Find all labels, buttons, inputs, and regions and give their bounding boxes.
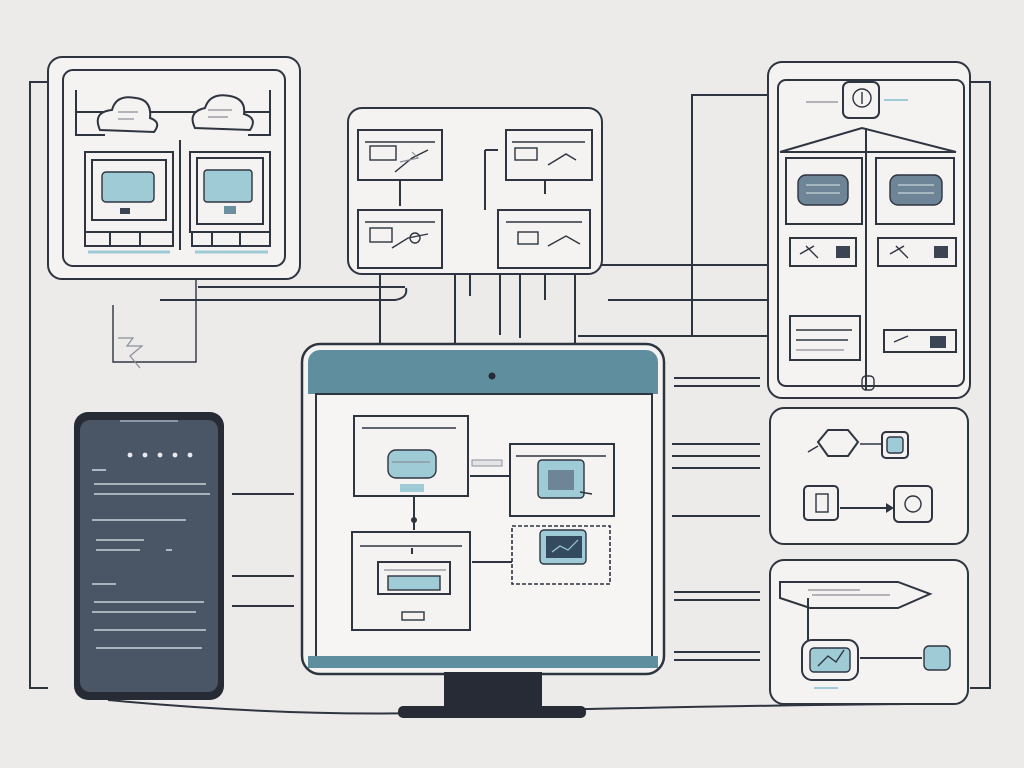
rack-module-left xyxy=(789,237,857,267)
smartphone xyxy=(74,412,224,700)
rack-module-right xyxy=(877,237,957,267)
side-dashes xyxy=(232,377,760,661)
card-top-left xyxy=(357,129,443,181)
top-center-cluster xyxy=(347,107,603,275)
screen-window-panel xyxy=(351,531,471,631)
cloud-icon-left xyxy=(96,96,159,134)
monitor-stand xyxy=(398,672,586,718)
right-flow-panel xyxy=(769,407,969,545)
rack-module-lower-right xyxy=(883,329,957,353)
cloud-icon-right xyxy=(191,94,254,132)
rack-display-left xyxy=(785,157,863,225)
card-bottom-right xyxy=(497,209,591,269)
phone-text-lines xyxy=(92,469,210,649)
target-node xyxy=(893,485,933,523)
hexagon-node xyxy=(807,429,860,457)
card-top-right xyxy=(505,129,593,181)
rack-top-icon xyxy=(806,81,908,119)
screen-window-server xyxy=(353,415,469,530)
phone-status-dots xyxy=(127,452,193,458)
screen-window-chart xyxy=(511,525,611,585)
teal-node xyxy=(881,431,909,459)
rack-module-lower-left xyxy=(789,315,861,361)
server-screen-left xyxy=(84,151,174,254)
right-arrow-panel xyxy=(769,559,969,705)
right-rack-panel xyxy=(767,61,971,399)
rack-display-right xyxy=(875,157,955,225)
chart-node xyxy=(801,639,859,681)
top-left-server-panel xyxy=(47,56,301,280)
doc-node xyxy=(803,485,839,521)
screen-window-device xyxy=(509,443,615,517)
server-screen-right xyxy=(189,151,271,254)
card-bottom-left xyxy=(357,209,443,269)
desktop-monitor xyxy=(300,342,666,718)
